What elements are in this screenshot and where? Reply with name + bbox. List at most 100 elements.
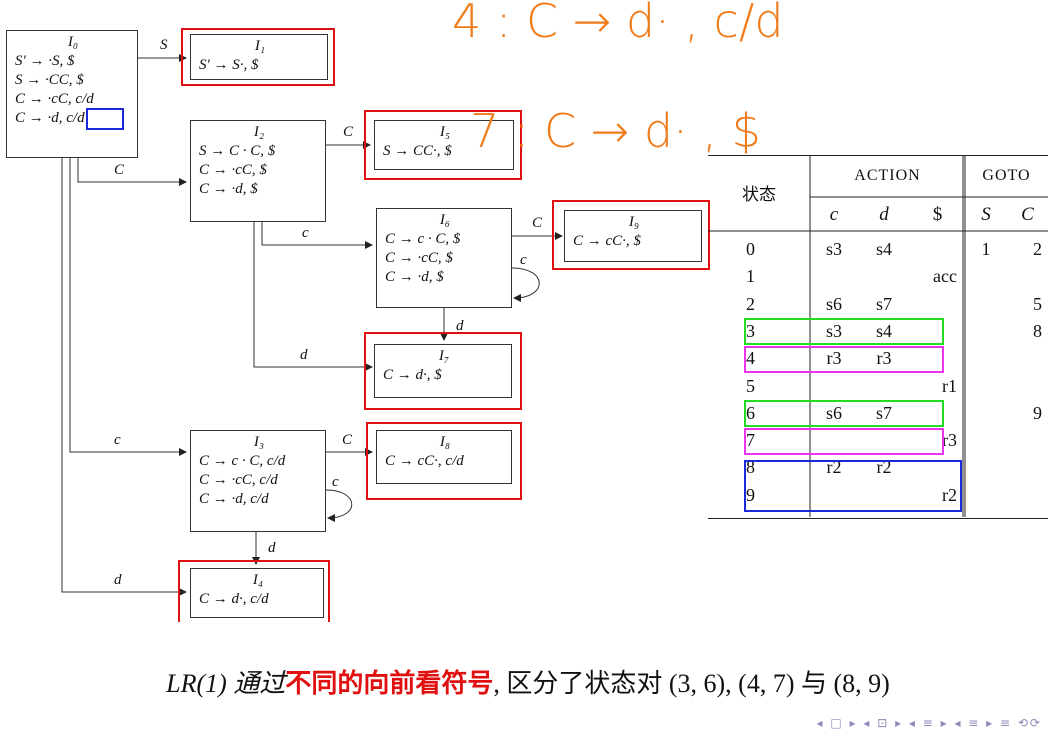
state-i0: I₀ S′ → ·S, $ S → ·CC, $ C → ·cC, c/d C … [6,30,138,158]
col-header-d: d [879,204,889,225]
table-cell-d: s7 [875,293,892,314]
col-header-S: S [981,204,991,225]
table-cell-C: 8 [1033,320,1042,341]
state-i7: I₇ C → d·, $ [374,344,512,398]
table-cell-c: s6 [825,402,842,423]
row-highlight-magenta [744,346,944,373]
edge-label-i3-i8: C [342,432,353,448]
table-cell-d: s4 [875,320,892,341]
action-col-headers: c d $ [810,204,965,226]
state-i3-item: C → ·cC, c/d [199,472,278,488]
edge-i2-i6 [261,222,373,249]
state-i1-title: I₁ [254,38,266,54]
table-cell-c: s3 [825,320,842,341]
table-cell-dollar: r1 [942,375,957,396]
state-i9-item: C → cC·, $ [573,233,641,249]
slide-caption: LR(1) 通过不同的向前看符号, 区分了状态对 (3, 6), (4, 7) … [0,663,1056,700]
edge-label-i0-i3: c [114,432,121,448]
row-highlight-green [744,400,944,427]
table-row: 8 r2 r2 [708,454,1048,481]
state-i6: I₆ C → c · C, $ C → ·cC, $ C → ·d, $ [376,208,512,308]
state-i3-title: I₃ [253,434,265,450]
table-cell-d: s4 [875,239,892,259]
edge-i3-self [325,489,353,522]
handwritten-note-4: 4 : C → d· , c/d [452,0,784,48]
state-i3: I₃ C → c · C, c/d C → ·cC, c/d C → ·d, c… [190,430,326,532]
state-i8-item: C → cC·, c/d [385,453,464,469]
edge-label-i6-self: c [520,252,527,268]
edge-i2-i7 [253,222,373,371]
state-i0-item: S → ·CC, $ [15,72,84,88]
red-box-i1 [181,28,335,86]
state-i0-item: C → ·d, c/d [15,110,85,126]
table-cell-dollar: r2 [942,484,957,505]
state-i0-title: I₀ [67,34,79,50]
state-i6-title: I₆ [439,212,451,228]
table-cell-d: r3 [876,348,892,369]
col-header-dollar: $ [932,204,943,225]
caption-suffix: , 区分了状态对 (3, 6), (4, 7) 与 (8, 9) [493,669,890,698]
state-i4-item: C → d·, c/d [199,591,269,607]
edge-label-i3-i4: d [268,540,276,556]
table-cell-c: s6 [825,293,842,314]
state-i1-item: S′ → S·, $ [199,57,259,73]
state-i9: I₉ C → cC·, $ [564,210,702,262]
caption-prefix: LR(1) 通过 [166,669,286,698]
table-cell-state: 3 [746,320,755,341]
handwritten-note-7: 7 : C → d· , $ [470,104,761,158]
table-cell-state: 0 [746,239,755,259]
state-i9-title: I₉ [628,214,640,230]
red-box-i8 [366,422,522,500]
red-box-i7 [364,332,522,410]
edge-label-i3-self: c [332,474,339,490]
state-i4: I₄ C → d·, c/d [190,568,324,618]
edge-label-i0-i1: S [160,37,168,53]
table-cell-d: r2 [876,457,892,478]
state-i8: I₈ C → cC·, c/d [376,430,512,484]
state-i6-item: C → ·d, $ [385,269,444,285]
state-i2-item: C → ·cC, $ [199,162,267,178]
state-i2-item: C → ·d, $ [199,181,258,197]
edge-i0-i2 [77,158,187,186]
table-row: 3 s3 s4 8 [708,318,1048,345]
state-i3-item: C → c · C, c/d [199,453,286,469]
state-i3-item: C → ·d, c/d [199,491,269,507]
state-i1: I₁ S′ → S·, $ [190,34,328,80]
state-i8-title: I₈ [439,434,451,450]
edge-i0-i4 [61,158,187,596]
table-cell-state: 5 [746,375,755,396]
col-header-C: C [1021,204,1034,225]
state-i0-item: C → ·cC, c/d [15,91,94,107]
edge-label-i6-i7: d [456,318,464,334]
table-cell-state: 1 [746,266,755,287]
table-cell-dollar: r3 [942,430,957,451]
lookahead-highlight-blue [86,108,124,130]
table-cell-c: r2 [826,457,842,478]
state-i2-item: S → C · C, $ [199,143,276,159]
row-highlight-green [744,318,944,345]
red-box-i5 [364,110,522,180]
state-i6-item: C → c · C, $ [385,231,461,247]
edge-label-i2-i6: c [302,225,309,241]
table-goto-header: GOTO [982,167,1031,184]
table-cell-state: 2 [746,293,755,314]
table-cell-dollar: acc [933,266,957,287]
table-cell-state: 9 [746,484,755,505]
state-i2-title: I₂ [253,124,265,140]
state-i5: I₅ S → CC·, $ [374,120,514,170]
state-i5-title: I₅ [439,124,451,140]
table-cell-C: 2 [1033,239,1042,259]
state-i2: I₂ S → C · C, $ C → ·cC, $ C → ·d, $ [190,120,326,222]
state-i7-title: I₇ [438,348,450,364]
table-state-header: 状态 [742,185,776,205]
caption-emphasis: 不同的向前看符号 [285,669,494,698]
edge-label-i6-i9: C [532,215,543,231]
beamer-nav-icons[interactable]: ◂ □ ▸ ◂ ⊡ ▸ ◂ ≡ ▸ ◂ ≡ ▸ ≡ ⟲⟳ [816,716,1042,730]
table-cell-state: 8 [746,457,755,478]
row-highlight-blue [744,460,962,512]
goto-col-headers: S C [965,204,1048,226]
edge-label-i0-i2: C [114,162,125,178]
